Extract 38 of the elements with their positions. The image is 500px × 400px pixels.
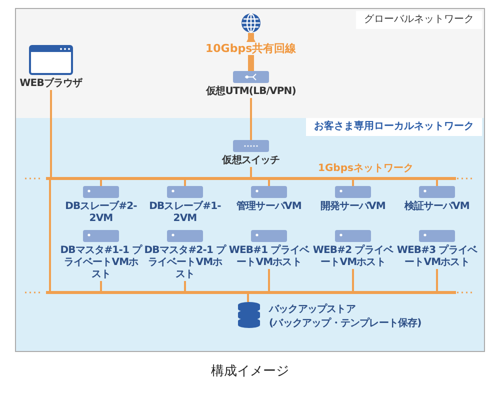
connector-line xyxy=(436,180,438,186)
connector-line xyxy=(268,269,270,291)
node-label: DBマスタ#2-1 プライベートVMホスト xyxy=(144,245,226,281)
node-label: 検証サーバVM xyxy=(404,201,470,213)
connector-line xyxy=(100,281,102,291)
edge-label: 10Gbps共有回線 xyxy=(204,42,298,54)
network-label: 1Gbpsネットワーク xyxy=(318,163,414,175)
node-label: WEB#3 プライベートVMホスト xyxy=(396,245,478,269)
node-label: 仮想UTM(LB/VPN) xyxy=(206,86,296,98)
node-label: WEBブラウザ xyxy=(20,78,82,90)
region-label: グローバルネットワーク xyxy=(356,11,482,29)
connector-line xyxy=(247,294,249,302)
connector-line xyxy=(184,180,186,186)
globe-icon xyxy=(241,13,261,33)
connector-line xyxy=(184,281,186,291)
connector-line xyxy=(100,180,102,186)
node-label: DBスレーブ#2-2VM xyxy=(64,201,138,225)
connector-line xyxy=(250,167,252,177)
network-region xyxy=(15,8,485,118)
region-label: お客さま専用ローカルネットワーク xyxy=(306,118,482,136)
node-label: 開発サーバVM xyxy=(320,201,386,213)
node-label: (バックアップ・テンプレート保存) xyxy=(269,318,422,330)
node-label: 仮想スイッチ xyxy=(222,155,280,167)
node-label: WEB#2 プライベートVMホスト xyxy=(312,245,394,269)
caption: 構成イメージ xyxy=(210,363,290,380)
connector-line xyxy=(50,90,52,177)
connector-line xyxy=(49,180,51,291)
node-label: バックアップストア xyxy=(269,304,356,316)
node-label: DBマスタ#1-1 プライベートVMホスト xyxy=(60,245,142,281)
connector-line xyxy=(436,269,438,291)
connector-line xyxy=(352,180,354,186)
node-label: 管理サーバVM xyxy=(236,201,302,213)
connector-line xyxy=(250,98,252,140)
node-label: WEB#1 プライベートVMホスト xyxy=(228,245,310,269)
network-region xyxy=(15,118,485,352)
connector-line xyxy=(352,269,354,291)
node-label: DBスレーブ#1-2VM xyxy=(148,201,222,225)
connector-line xyxy=(268,180,270,186)
